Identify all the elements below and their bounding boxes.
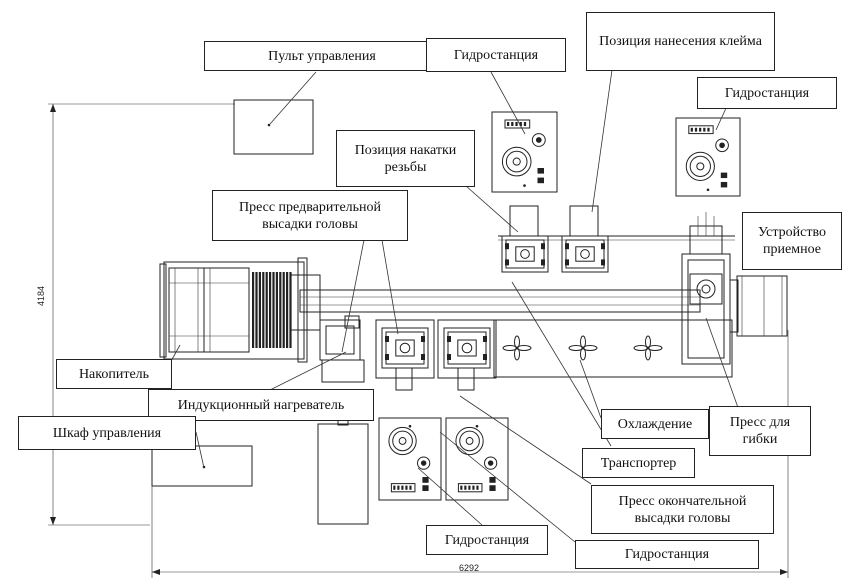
label-conveyor: Транспортер [582,448,695,478]
accumulator-unit [159,257,321,363]
label-control-cabinet: Шкаф управления [18,416,196,450]
label-hydro-top-left: Гидростанция [426,38,566,72]
control-cabinet [151,445,253,487]
receiving-device [729,275,788,337]
bending-press [681,212,731,365]
label-receiving-device: Устройство приемное [742,212,842,270]
label-thread-rolling: Позиция накатки резьбы [336,130,475,187]
final-press-head [443,327,491,369]
thread-rolling-head [501,235,549,273]
width-dimension-line [151,330,789,578]
hydraulic-station [445,417,509,501]
label-control-desk: Пульт управления [204,41,440,71]
height-dimension-line [48,103,235,526]
label-bending-press: Пресс для гибки [709,406,811,456]
label-prepress: Пресс предварительной высадки головы [212,190,408,241]
hydraulic-station [378,417,442,501]
marking-head [561,235,609,273]
prepress-head [381,327,429,369]
dimension-width: 6292 [459,563,480,573]
electrical-box [317,423,369,525]
label-marking-position: Позиция нанесения клейма [586,12,775,71]
label-hydro-bottom-right: Гидростанция [575,540,759,569]
fan-icon [568,335,598,361]
cooling-table [493,319,733,378]
label-final-press: Пресс окончательной высадки головы [591,485,774,534]
control-desk [233,99,314,155]
label-accumulator: Накопитель [56,359,172,389]
leader-lines [164,69,742,543]
induction-heater [319,315,365,383]
label-hydro-bottom-mid: Гидростанция [426,525,548,555]
fan-icon [633,335,663,361]
label-cooling: Охлаждение [601,409,709,439]
dimension-height: 4184 [36,285,46,306]
hydraulic-station [491,111,558,193]
label-hydro-top-right: Гидростанция [697,77,837,109]
cooling-fans [502,335,663,361]
coil-stack [252,272,292,348]
hydraulic-station [675,117,741,197]
label-induction-heater: Индукционный нагреватель [148,389,374,421]
fan-icon [502,335,532,361]
conveyor-rails [299,235,735,313]
